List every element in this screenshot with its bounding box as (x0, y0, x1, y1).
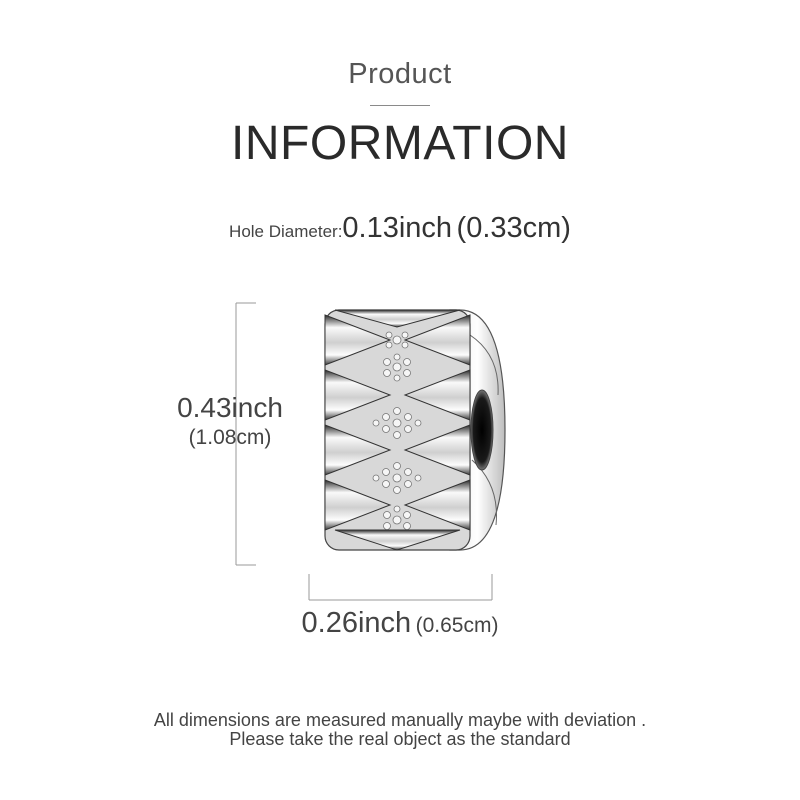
disclaimer-line-1: All dimensions are measured manually may… (153, 710, 647, 730)
hole-diameter-cm: (0.33cm) (456, 212, 571, 244)
height-inch: 0.43inch (177, 392, 283, 423)
hole-diameter-row: Hole Diameter:0.13inch (0.33cm) (0, 212, 800, 245)
width-inch: 0.26inch (301, 607, 412, 639)
charm-hole (470, 389, 494, 471)
subtitle: Product (348, 58, 452, 90)
page-title: INFORMATION (231, 117, 569, 170)
height-cm: (1.08cm) (188, 426, 272, 449)
hole-diameter-label: Hole Diameter: (229, 222, 343, 241)
subtitle-divider (370, 105, 430, 106)
silver-spacer-charm-image (324, 309, 506, 551)
charm-stones (372, 331, 422, 530)
hole-diameter-value: 0.13inch (342, 212, 453, 244)
disclaimer-line-2: Please take the real object as the stand… (229, 729, 571, 749)
width-cm: (0.65cm) (415, 614, 499, 637)
width-row: 0.26inch (0.65cm) (0, 607, 800, 640)
